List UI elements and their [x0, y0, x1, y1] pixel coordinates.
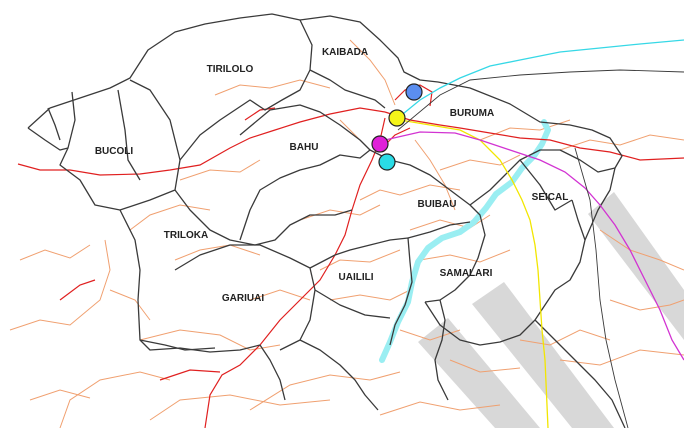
label-seical: SEICAL	[532, 192, 569, 203]
yellow-line	[399, 119, 549, 428]
dark-overlay-line-south	[574, 147, 629, 428]
dark-overlay-line	[397, 69, 684, 131]
label-buruma: BURUMA	[450, 108, 494, 119]
label-gariuai: GARIUAI	[222, 293, 264, 304]
marker-magenta[interactable]	[371, 135, 389, 153]
diagonal-bands	[418, 192, 684, 428]
label-samalari: SAMALARI	[440, 268, 493, 279]
diagonal-band-middle	[472, 282, 614, 428]
diagonal-band-left	[418, 318, 540, 428]
river	[379, 119, 551, 363]
marker-cyan[interactable]	[378, 153, 396, 171]
diagonal-band-right	[588, 192, 684, 340]
label-uailili: UAILILI	[339, 272, 374, 283]
magenta-line	[384, 131, 684, 361]
marker-yellow[interactable]	[388, 109, 406, 127]
label-tirilolo: TIRILOLO	[207, 64, 254, 75]
markers	[371, 83, 423, 171]
cyan-line	[397, 39, 684, 119]
marker-blue[interactable]	[405, 83, 423, 101]
label-triloka: TRILOKA	[164, 230, 208, 241]
label-buibau: BUIBAU	[418, 199, 457, 210]
region-labels: TIRILOLO KAIBADA BURUMA BUCOLI BAHU SEIC…	[95, 47, 569, 304]
overlay-lines	[384, 39, 684, 428]
label-kaibada: KAIBADA	[322, 47, 368, 58]
sub-district-boundaries	[27, 13, 626, 428]
label-bahu: BAHU	[290, 142, 319, 153]
label-bucoli: BUCOLI	[95, 146, 134, 157]
